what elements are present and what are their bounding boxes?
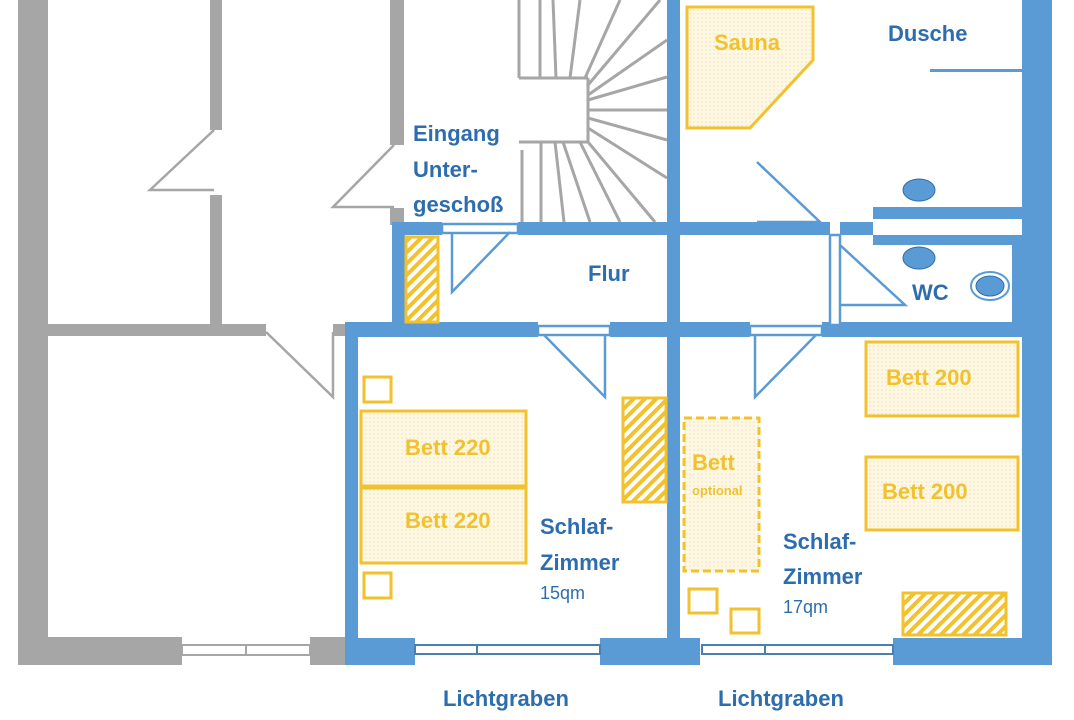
bedroom-label: Schlaf- (783, 529, 856, 554)
bedroom-label: Zimmer (540, 550, 620, 575)
wardrobe (901, 591, 1008, 637)
lightwell-label: Lichtgraben (443, 686, 569, 711)
furniture (359, 5, 1020, 637)
bed-label: Bett 200 (882, 479, 968, 504)
bed-label: Bett (692, 450, 735, 475)
lightwell-label: Lichtgraben (718, 686, 844, 711)
bed (864, 340, 1020, 418)
bedroom-label: Schlaf- (540, 514, 613, 539)
bedroom-area: 15qm (540, 583, 585, 603)
wardrobe (621, 396, 668, 504)
wc-label: WC (912, 280, 949, 305)
sink-icon (902, 178, 936, 202)
entrance-label: geschoß (413, 192, 503, 217)
optional-bed (682, 416, 761, 573)
doors[interactable] (440, 161, 909, 401)
shower-label: Dusche (888, 21, 967, 46)
nightstand (362, 571, 393, 600)
entrance-label: Unter- (413, 157, 478, 182)
sink-icon (902, 246, 936, 270)
gray-doors (146, 129, 395, 400)
nightstand (687, 587, 719, 615)
staircase[interactable] (517, 0, 668, 223)
wardrobe (404, 235, 440, 324)
nightstand (362, 375, 393, 404)
bedroom-area: 17qm (783, 597, 828, 617)
blue-walls (345, 0, 1052, 665)
entrance-label: Eingang (413, 121, 500, 146)
bedroom-label: Zimmer (783, 564, 863, 589)
bed-label: Bett 200 (886, 365, 972, 390)
hallway-label: Flur (588, 261, 630, 286)
bed-note: optional (692, 483, 743, 498)
gray-walls (18, 0, 404, 665)
fixtures (902, 178, 1010, 301)
sauna-cabin (685, 5, 815, 130)
bed (864, 455, 1020, 532)
bed-label: Bett 220 (405, 508, 491, 533)
nightstand (729, 607, 761, 635)
sauna-label: Sauna (714, 30, 781, 55)
bed (359, 409, 528, 488)
bed-label: Bett 220 (405, 435, 491, 460)
bed (359, 486, 528, 565)
